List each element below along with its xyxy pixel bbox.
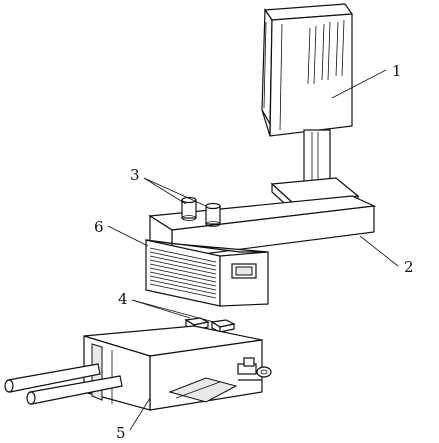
- label-3: 3: [130, 166, 140, 184]
- part-6-heatsink: [145, 239, 269, 307]
- label-4: 4: [118, 290, 128, 308]
- fin-lines: [149, 247, 217, 299]
- part-5-base: [4, 325, 272, 411]
- label-2: 2: [404, 258, 414, 276]
- label-6: 6: [94, 218, 104, 236]
- rods: [4, 363, 123, 405]
- clamp-fitting: [237, 357, 272, 381]
- leader-lines: [107, 69, 399, 431]
- label-1: 1: [392, 62, 402, 80]
- part-1-motor: [261, 3, 354, 191]
- label-5: 5: [116, 424, 126, 442]
- part-3-nozzles: [181, 196, 221, 227]
